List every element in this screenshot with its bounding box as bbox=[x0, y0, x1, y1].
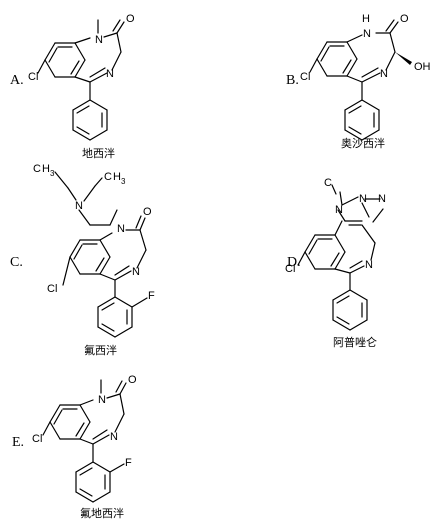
flurazepam-n4-label: N bbox=[132, 266, 140, 278]
flurazepam-f-label: F bbox=[148, 290, 155, 302]
oxazepam-h-label: H bbox=[362, 13, 370, 25]
oxazepam-oh-label: OH bbox=[414, 61, 431, 73]
oxazepam-n4-label: N bbox=[380, 68, 388, 80]
alprazolam-cl-label: Cl bbox=[285, 263, 295, 275]
diazepam-n4-label: N bbox=[106, 68, 114, 80]
option-c-label: C. bbox=[10, 255, 23, 270]
flurazepam-sub-right-label: 3 bbox=[121, 177, 126, 186]
structure-alprazolam: C N N N N Cl D. 阿普唑仑 bbox=[285, 177, 386, 349]
structure-flurazepam: H C 3 C H 3 N N O N Cl F C. 氟西泮 bbox=[10, 163, 155, 357]
structure-diazepam: N O N Cl A. 地西泮 bbox=[10, 13, 135, 160]
flurazepam-o-label: O bbox=[143, 206, 152, 218]
diazepam-n1-label: N bbox=[95, 34, 103, 46]
oxazepam-o-label: O bbox=[400, 13, 409, 25]
oxazepam-cl-label: Cl bbox=[300, 71, 310, 83]
fludiazepam-o-label: O bbox=[128, 374, 137, 386]
fludiazepam-f-label: F bbox=[125, 457, 132, 469]
diazepam-cl-label: Cl bbox=[28, 71, 38, 83]
flurazepam-h-right-label: H bbox=[113, 171, 121, 183]
flurazepam-c-left-label: C bbox=[33, 163, 41, 175]
structure-fludiazepam: N O N Cl F E. 氟地西泮 bbox=[12, 374, 137, 520]
caption-flurazepam: 氟西泮 bbox=[84, 343, 117, 357]
option-b-label: B. bbox=[286, 73, 299, 88]
flurazepam-c-right-label: C bbox=[104, 171, 112, 183]
flurazepam-amine-n-label: N bbox=[75, 200, 83, 212]
alprazolam-n3-label: N bbox=[378, 193, 386, 205]
alprazolam-c-label: C bbox=[324, 177, 332, 189]
option-a-label: A. bbox=[10, 73, 24, 88]
flurazepam-n1-label: N bbox=[117, 223, 125, 235]
caption-diazepam: 地西泮 bbox=[82, 146, 115, 160]
fludiazepam-n1-label: N bbox=[98, 394, 106, 406]
caption-oxazepam: 奥沙西泮 bbox=[341, 136, 385, 150]
option-e-label: E. bbox=[12, 435, 24, 450]
structure-oxazepam: H N O N OH Cl B. 奥沙西泮 bbox=[286, 13, 431, 150]
flurazepam-ch3-left-label: H bbox=[42, 163, 50, 175]
option-d-label: D. bbox=[287, 255, 301, 270]
flurazepam-sub-left-label: 3 bbox=[50, 169, 55, 178]
fludiazepam-cl-label: Cl bbox=[32, 433, 42, 445]
diazepam-o-label: O bbox=[126, 13, 135, 25]
alprazolam-n-bridge-label: N bbox=[335, 204, 343, 216]
alprazolam-n2-label: N bbox=[359, 193, 367, 205]
oxazepam-n1-label: N bbox=[363, 28, 371, 40]
caption-alprazolam: 阿普唑仑 bbox=[333, 335, 377, 349]
alprazolam-n5-label: N bbox=[365, 259, 373, 271]
fludiazepam-n4-label: N bbox=[110, 431, 118, 443]
flurazepam-cl-label: Cl bbox=[47, 283, 57, 295]
caption-fludiazepam: 氟地西泮 bbox=[80, 506, 124, 520]
